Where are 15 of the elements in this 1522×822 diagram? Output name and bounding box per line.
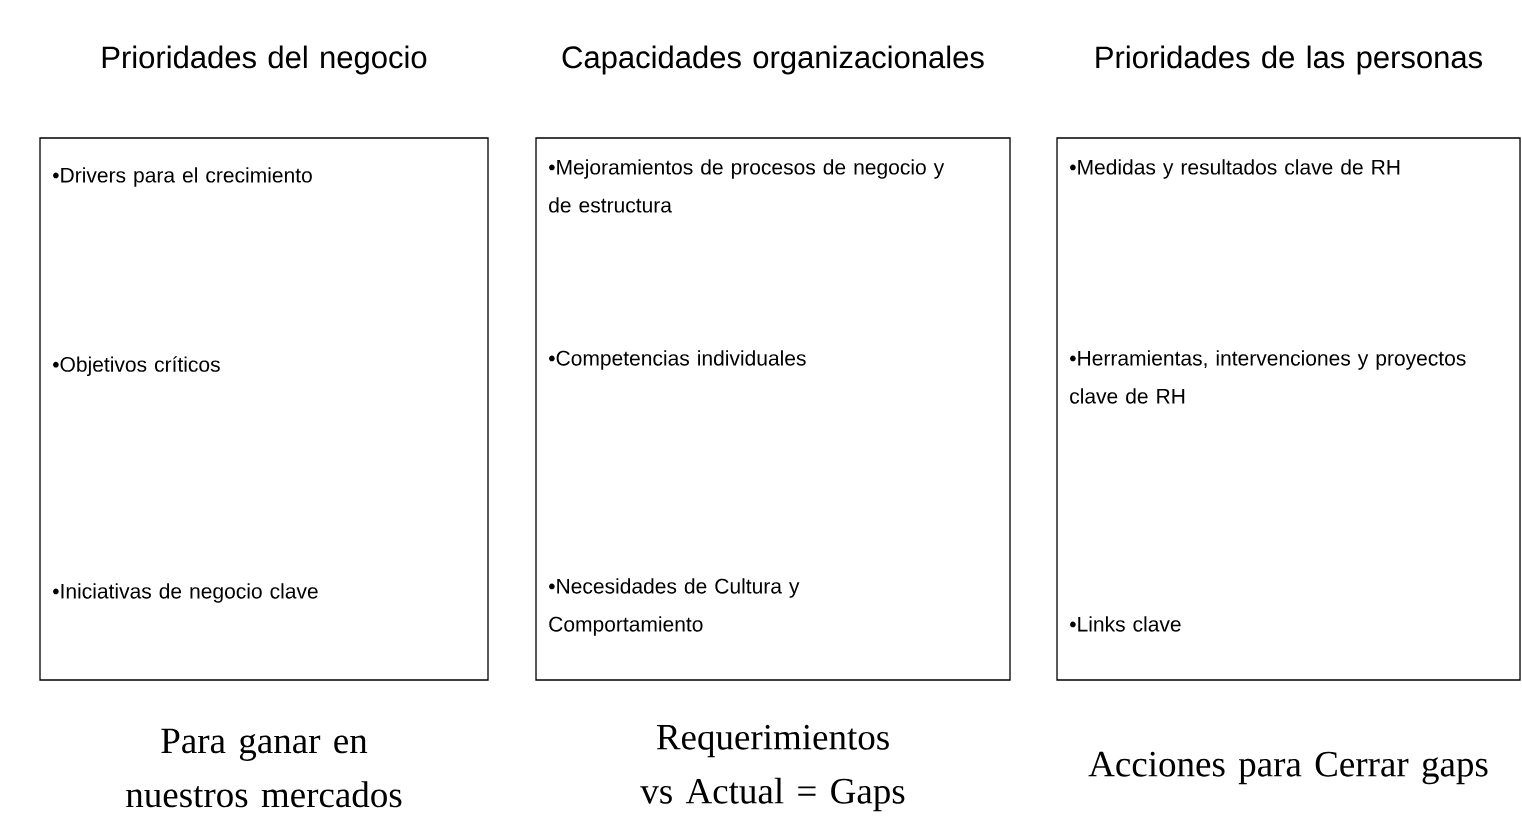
- bullet-text: •Mejoramientos de procesos de negocio y de estructura: [549, 159, 945, 213]
- bullet-text: •Objetivos críticos: [53, 356, 220, 377]
- column-heading: Capacidades organizacionales: [562, 45, 984, 75]
- bullet-text: •Herramientas, intervenciones y proyectos clave de RH: [1070, 350, 1466, 404]
- bullet-text: •Necesidades de Cultura y Comportamiento: [549, 578, 800, 636]
- bullet-text: •Links clave: [1070, 616, 1181, 632]
- column-heading: Prioridades de las personas: [1096, 45, 1482, 75]
- bullet-text: •Competencias individuales: [549, 350, 806, 370]
- bullet-text: •Iniciativas de negocio clave: [53, 583, 318, 603]
- column-caption: Acciones para Cerrar gaps: [1088, 751, 1488, 785]
- column-caption: Requerimientos vs Actual = Gaps: [640, 724, 905, 812]
- bullet-text: •Drivers para el crecimiento: [53, 167, 312, 187]
- bullet-text: •Medidas y resultados clave de RH: [1070, 159, 1400, 179]
- column-caption: Para ganar en nuestros mercados: [126, 728, 402, 808]
- column-heading: Prioridades del negocio: [102, 45, 427, 75]
